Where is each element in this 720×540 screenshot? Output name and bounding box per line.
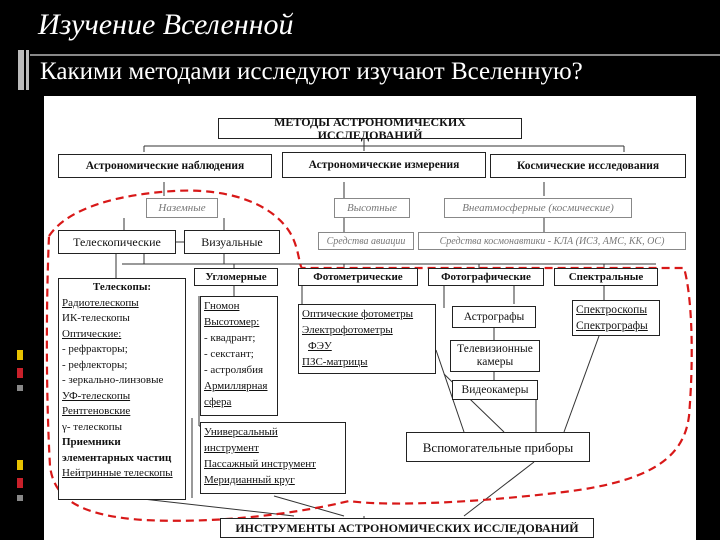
diagram-panel: МЕТОДЫ АСТРОНОМИЧЕСКИХ ИССЛЕДОВАНИЙ Астр… [44, 96, 696, 540]
slide-subtitle: Какими методами исследуют изучают Вселен… [40, 58, 583, 85]
telescopes-list: Телескопы: Радиотелескопы ИК-телескопы О… [58, 278, 186, 500]
list-item: - астролябия [204, 364, 264, 376]
list-item: УФ-телескопы [62, 389, 131, 402]
decor-rule [30, 54, 720, 56]
universal-instruments-list: Универсальный инструмент Пассажный инстр… [200, 422, 346, 494]
method-space: Космические исследования [490, 154, 686, 178]
telescopes-title: Телескопы: [92, 281, 152, 293]
list-item: Электрофотометры [302, 324, 393, 336]
category-photometric: Фотометрические [298, 268, 418, 286]
list-item: Универсальный [204, 426, 278, 438]
list-item: инструмент [204, 442, 259, 454]
list-item: Рентгеновские [62, 405, 131, 417]
location-outer: Внеатмосферные (космические) [444, 198, 632, 218]
spectro-list: Спектроскопы Спектрографы [572, 300, 660, 336]
method-measurements: Астрономические измерения [282, 152, 486, 178]
tv-cameras-box: Телевизионные камеры [450, 340, 540, 372]
list-item: γ- телескопы [62, 420, 123, 433]
list-item: Меридианный круг [204, 474, 295, 486]
list-item: Пассажный инструмент [204, 458, 316, 470]
aux-instruments-box: Вспомогательные приборы [406, 432, 590, 462]
means-aviation: Средства авиации [318, 232, 414, 250]
list-item: - рефракторы; [62, 343, 128, 355]
list-item: - секстант; [204, 348, 254, 360]
list-item: Высотомер: [204, 316, 260, 328]
side-mark-red [17, 368, 23, 378]
list-item: - рефлекторы; [62, 358, 128, 371]
video-cameras-box: Видеокамеры [452, 380, 538, 400]
list-item: Спектрографы [576, 320, 648, 332]
list-item: Нейтринные телескопы [62, 467, 173, 479]
list-item: элементарных частиц [62, 451, 172, 464]
list-item: Оптические фотометры [302, 308, 414, 320]
instruments-title: ИНСТРУМЕНТЫ АСТРОНОМИЧЕСКИХ ИССЛЕДОВАНИЙ [220, 518, 594, 538]
list-item: Приемники [62, 436, 121, 448]
location-ground: Наземные [146, 198, 218, 218]
method-observations: Астрономические наблюдения [58, 154, 272, 178]
category-angle: Угломерные [194, 268, 278, 286]
side-mark-gray [17, 385, 23, 391]
list-item: сфера [204, 396, 232, 408]
methods-title: МЕТОДЫ АСТРОНОМИЧЕСКИХ ИССЛЕДОВАНИЙ [218, 115, 522, 141]
location-high: Высотные [334, 198, 410, 218]
side-mark-red [17, 478, 23, 488]
type-visual: Визуальные [184, 230, 280, 254]
side-mark-gray [17, 495, 23, 501]
list-item: ФЭУ [308, 340, 332, 352]
astrographs-box: Астрографы [452, 306, 536, 328]
list-item: Спектроскопы [576, 304, 648, 316]
side-mark-yellow [17, 350, 23, 360]
list-item: - квадрант; [204, 332, 256, 344]
category-photographic: Фотографические [428, 268, 544, 286]
list-item: Радиотелескопы [62, 296, 139, 309]
list-item: ИК-телескопы [62, 312, 130, 324]
list-item: Гномон [204, 300, 240, 312]
photometers-list: Оптические фотометры Электрофотометры ФЭ… [298, 304, 436, 374]
type-telescopic: Телескопические [58, 230, 176, 254]
list-item: Армиллярная [204, 380, 268, 392]
list-item: ПЗС-матрицы [302, 356, 368, 368]
slide-title: Изучение Вселенной [38, 8, 294, 41]
list-item: Оптические: [62, 327, 122, 340]
category-spectral: Спектральные [554, 268, 658, 286]
means-cosmonautics: Средства космонавтики - КЛА (ИСЗ, АМС, К… [418, 232, 686, 250]
side-mark-yellow [17, 460, 23, 470]
decor-line [26, 50, 29, 90]
angle-instruments-list: Гномон Высотомер: - квадрант; - секстант… [200, 296, 278, 416]
list-item: - зеркально-линзовые [62, 374, 164, 386]
decor-line [18, 50, 24, 90]
